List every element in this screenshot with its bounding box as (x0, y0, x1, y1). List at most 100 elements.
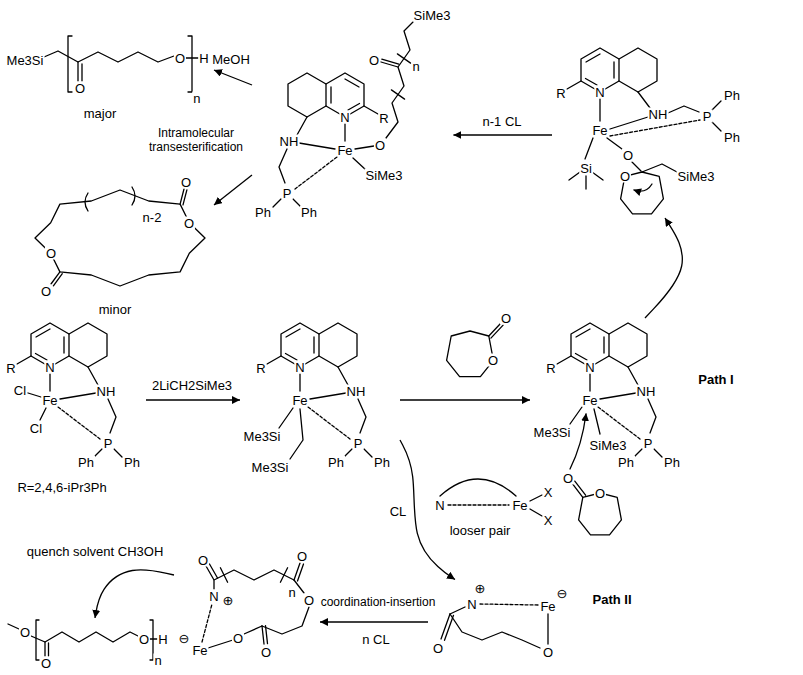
atom-label: Ph (663, 456, 681, 469)
bond-line (530, 495, 542, 516)
reaction-arrow (214, 70, 252, 85)
atom-label: N (44, 361, 55, 374)
bond-line (220, 568, 287, 582)
bond-line (338, 367, 348, 385)
reagent-label: 2LiCH2SiMe3 (150, 379, 234, 394)
bond-line (36, 620, 153, 660)
atom-label: NH (96, 385, 117, 398)
atom-label: n (411, 60, 420, 73)
atom-label: O (232, 632, 244, 645)
bond-line (344, 124, 345, 141)
atom-label: looser pair (449, 524, 512, 537)
atom-label: O (74, 82, 86, 95)
bond-line (570, 414, 586, 469)
atom-label: R (378, 112, 389, 125)
bond-line (267, 356, 281, 364)
bond-line (51, 272, 62, 286)
atom-label: O (500, 312, 512, 325)
bond-line (299, 374, 300, 391)
bond-line (489, 323, 503, 338)
bond-line (344, 449, 372, 457)
bond-line (308, 407, 350, 439)
atom-label: O (562, 472, 574, 485)
bond-line (610, 120, 700, 136)
bond-line (88, 367, 98, 385)
atom-label: N (466, 598, 477, 611)
bond-line (58, 407, 100, 439)
bond-line (262, 607, 309, 634)
reaction-arrows (95, 70, 682, 622)
atom-label: X (543, 514, 554, 527)
atom-label: O (40, 657, 52, 670)
bond-line (244, 626, 262, 634)
reagent-label: MeOH (210, 53, 252, 68)
atom-label: O (303, 594, 315, 607)
bond-line (331, 79, 360, 110)
bond-line (547, 614, 548, 644)
atom-label: O (432, 642, 444, 655)
atom-label: Me3Si (251, 461, 290, 474)
bond-line (607, 138, 622, 149)
bond-line (567, 81, 581, 89)
atom-label: O (138, 633, 150, 646)
bond-line (609, 323, 647, 367)
caprolactone-bonds (447, 323, 504, 377)
reagent-label: n-1 CL (480, 115, 523, 130)
bond-line (310, 393, 346, 399)
atom-label: O (594, 487, 606, 500)
bond-line (557, 356, 571, 364)
bond-line (634, 184, 652, 191)
atom-label: ⊕ (222, 594, 235, 607)
bond-line (480, 604, 538, 605)
bond-line (36, 329, 65, 360)
bond-line (358, 399, 366, 433)
chemical-structure: RNNHFeMe3SiPMe3SiPhPh (240, 320, 400, 476)
atom-label: O (183, 217, 195, 230)
bond-line (85, 187, 135, 211)
bond-line (299, 143, 335, 149)
reaction-arrow (645, 218, 682, 318)
scheme-label: Path I (696, 373, 735, 388)
atom-label: O (368, 54, 380, 67)
reaction-arrow (320, 621, 428, 622)
atom-label: P (282, 187, 293, 200)
atom-label: Ph (327, 456, 345, 469)
bond-line (290, 409, 303, 459)
atom-label: O (40, 285, 52, 298)
bond-line (297, 117, 307, 135)
atom-label: O (374, 139, 386, 152)
atom-label: N (594, 86, 605, 99)
atom-label: O (542, 646, 554, 659)
atom-label: R (5, 362, 16, 375)
bond-line (448, 504, 509, 505)
bond-line (288, 73, 326, 117)
chemical-structure: On-2OOO (28, 172, 214, 300)
bond-line (94, 449, 122, 457)
bond-line (279, 408, 293, 428)
atom-label: Cl (29, 422, 43, 435)
bond-line (279, 149, 287, 183)
bond-line (69, 323, 107, 367)
bond-line (570, 407, 582, 424)
bond-line (598, 407, 640, 439)
atom-label: ⊕ (474, 582, 487, 595)
bond-line (712, 101, 721, 131)
atom-label: Me3Si (533, 426, 572, 439)
atom-label: Fe (539, 600, 556, 613)
bond-line (450, 607, 465, 614)
atom-label: Fe (591, 124, 608, 137)
bond-line (31, 632, 138, 642)
atom-label: Fe (336, 144, 353, 157)
reaction-arrow (214, 175, 252, 205)
atom-label: n (192, 92, 201, 105)
bond-line (391, 54, 410, 99)
bond-line (450, 614, 540, 648)
chemical-structure: RNClFeClNHPPhPh (3, 320, 146, 471)
bond-line (642, 164, 677, 172)
chemical-structure: NFeXXlooser pair (428, 470, 563, 542)
atom-label: SiMe3 (365, 169, 404, 182)
bond-line (381, 59, 399, 67)
bond-line (585, 138, 593, 159)
atom-label: O (197, 554, 209, 567)
